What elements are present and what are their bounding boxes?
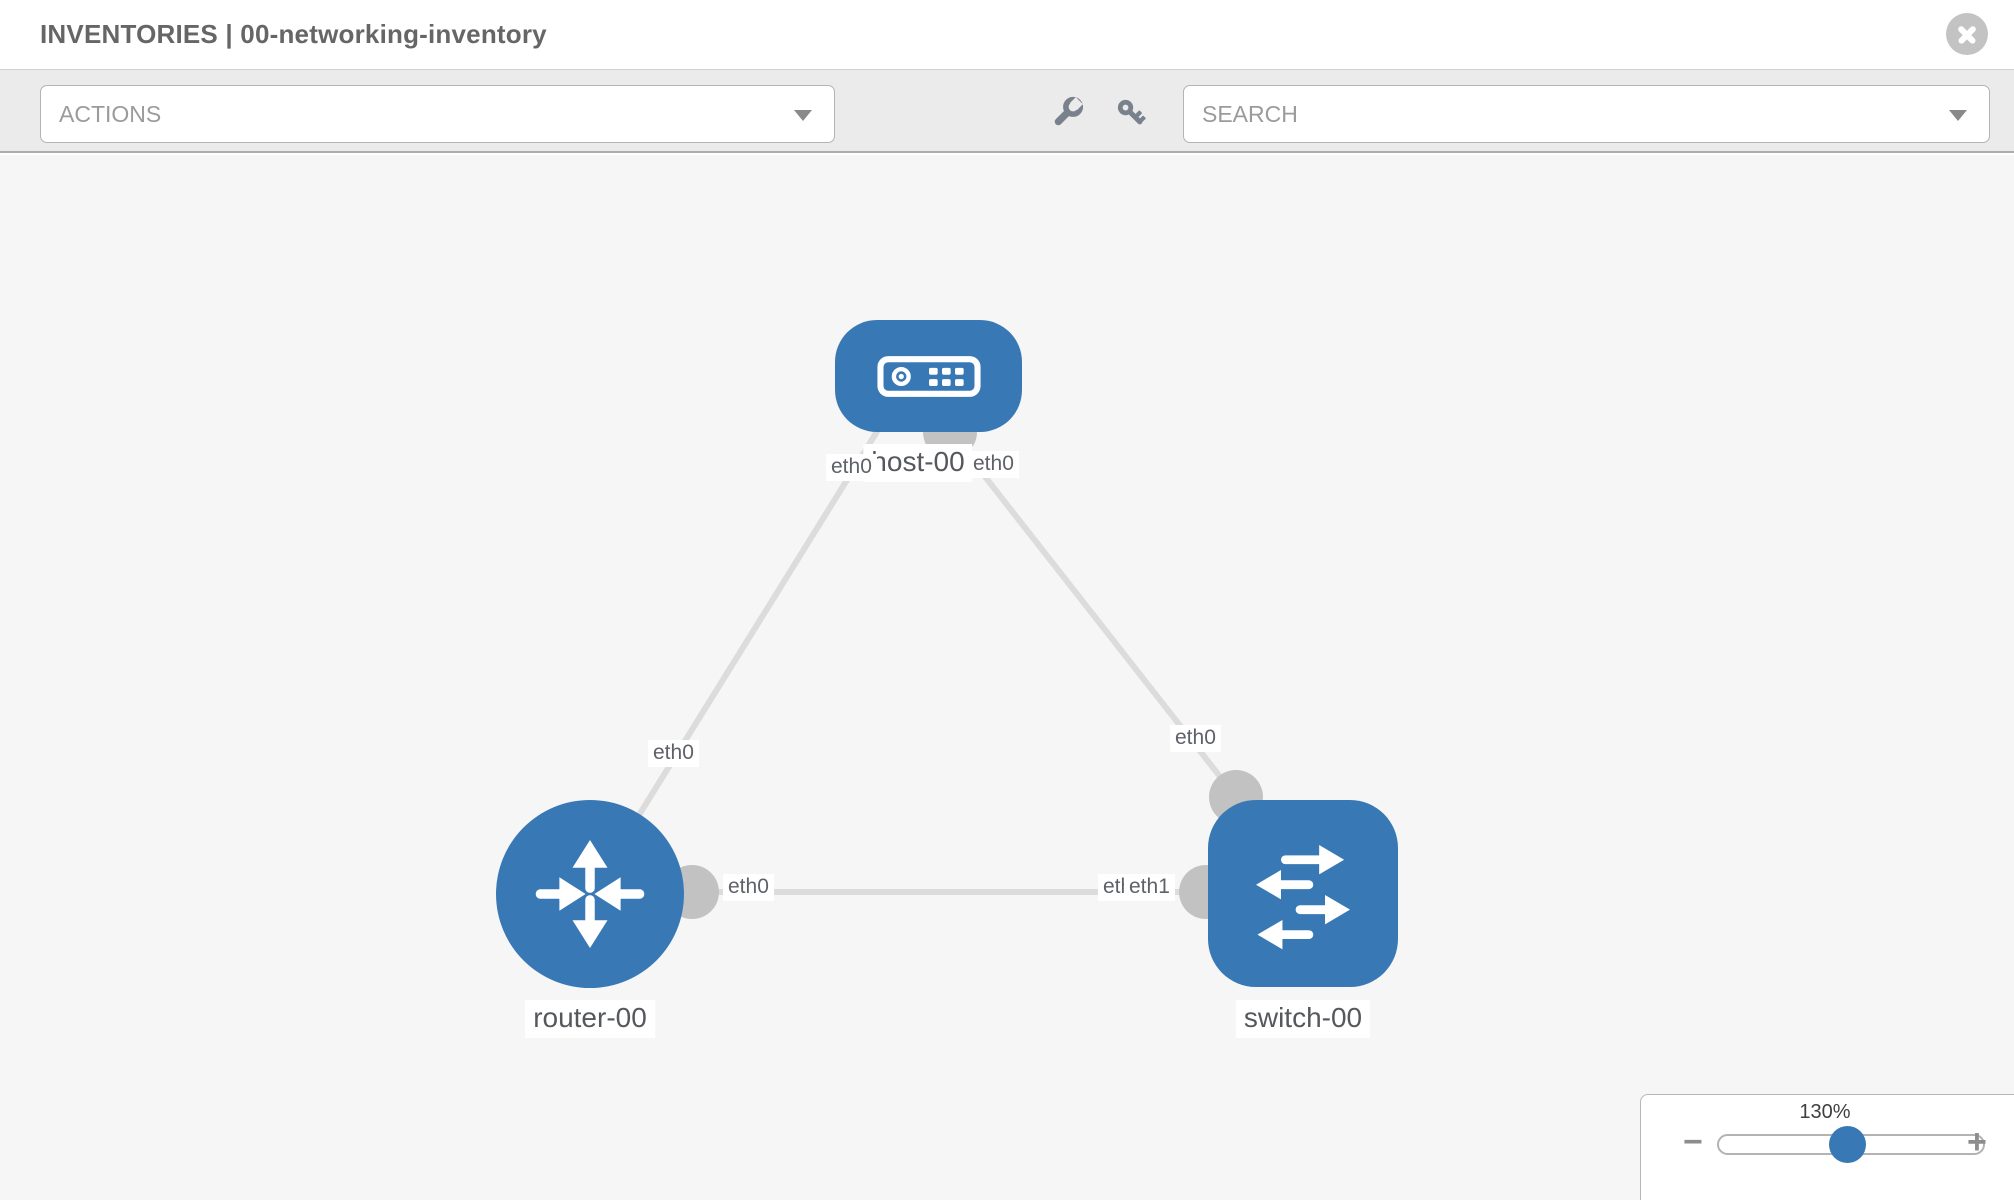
host-icon <box>876 355 981 397</box>
zoom-level-value: 130% <box>1799 1101 1851 1123</box>
actions-dropdown[interactable]: ACTIONS <box>40 85 835 143</box>
toolbar: ACTIONS SEARCH <box>0 70 2014 153</box>
node-host-00[interactable] <box>835 320 1022 432</box>
header: INVENTORIES | 00-networking-inventory <box>0 0 2014 70</box>
if-label-switch-eth0: eth0 <box>1170 725 1221 752</box>
search-dropdown[interactable]: SEARCH <box>1183 85 1990 143</box>
node-label-router-00: router-00 <box>525 1000 655 1038</box>
switch-icon <box>1256 845 1350 950</box>
node-switch-00[interactable] <box>1208 800 1398 987</box>
actions-dropdown-label: ACTIONS <box>59 101 162 127</box>
router-icon <box>535 840 645 948</box>
node-label-host-00: host-00 <box>863 444 973 482</box>
if-label-host-eth0-left: eth0 <box>826 454 877 481</box>
page-title: INVENTORIES | 00-networking-inventory <box>40 19 547 49</box>
node-label-switch-00: switch-00 <box>1235 1000 1371 1038</box>
wrench-icon[interactable] <box>1046 94 1086 134</box>
topology-canvas[interactable]: host-00 router-00 switch-00 eth0 eth0 et… <box>0 155 2014 1200</box>
zoom-in-button[interactable]: + <box>1967 1123 1987 1161</box>
zoom-out-button[interactable]: − <box>1683 1123 1703 1161</box>
if-label-switch-eth1: eth1 <box>1124 874 1175 901</box>
if-label-host-eth0-right: eth0 <box>968 451 1019 478</box>
if-label-router-eth0-uplink: eth0 <box>648 740 699 767</box>
if-label-router-eth0: eth0 <box>723 874 774 901</box>
zoom-slider-thumb[interactable] <box>1829 1126 1866 1163</box>
chevron-down-icon <box>794 110 812 121</box>
node-router-00[interactable] <box>496 800 684 988</box>
zoom-control-panel: 130% − + <box>1640 1094 2014 1200</box>
close-button[interactable] <box>1946 13 1988 55</box>
search-dropdown-label: SEARCH <box>1202 101 1298 127</box>
links-layer <box>587 405 1303 919</box>
chevron-down-icon <box>1949 110 1967 121</box>
key-icon[interactable] <box>1114 96 1152 134</box>
